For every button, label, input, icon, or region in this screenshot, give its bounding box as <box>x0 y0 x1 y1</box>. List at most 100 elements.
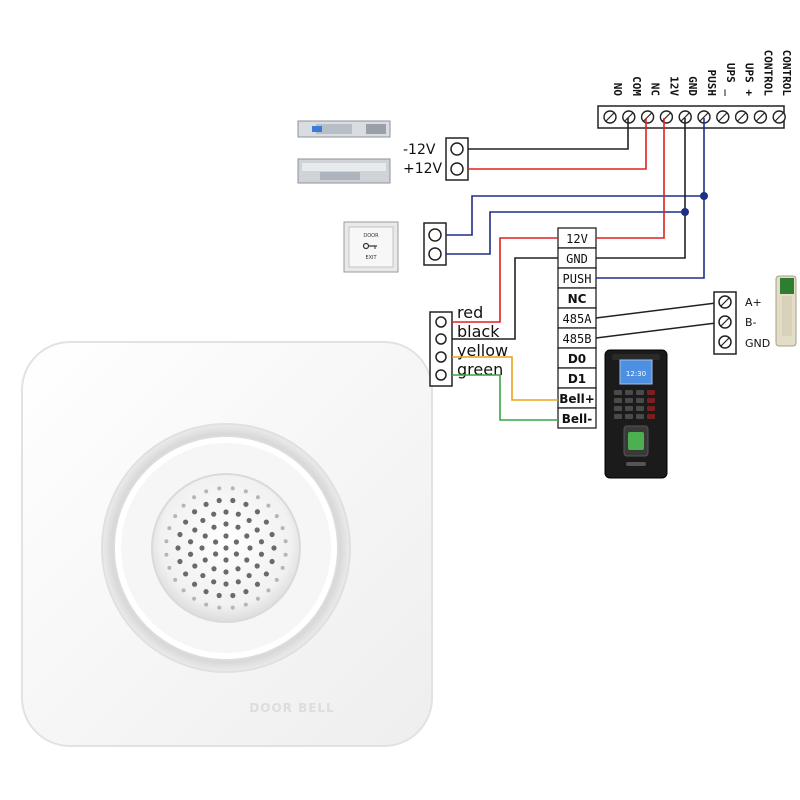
junction-dot <box>700 192 708 200</box>
grille-hole <box>243 501 249 507</box>
grille-hole <box>230 486 235 491</box>
grille-hole <box>243 489 248 494</box>
keypad-key <box>614 406 622 411</box>
grille-hole <box>192 527 198 533</box>
grille-hole <box>191 581 198 587</box>
grille-hole <box>202 533 208 539</box>
grille-hole <box>216 592 222 599</box>
terminal-screw-slot <box>699 112 709 122</box>
reader-terminal-label: NC <box>568 292 587 306</box>
bell-terminal <box>429 311 453 387</box>
wire-12v-red <box>596 118 665 239</box>
grille-hole <box>283 539 288 544</box>
grille-hole <box>258 539 265 545</box>
grille-hole <box>280 526 285 531</box>
grille-hole <box>223 533 229 539</box>
wire-485b <box>595 321 725 339</box>
key-icon <box>362 242 377 250</box>
grille-hole <box>223 569 229 575</box>
grille-hole <box>211 524 217 530</box>
lock-pos-label: +12V <box>403 161 443 177</box>
reader-terminal-label: Bell- <box>562 412 593 426</box>
terminal-screw-slot <box>624 112 634 122</box>
keypad-key <box>636 414 644 419</box>
grille-hole <box>223 557 229 563</box>
wire-lock-black <box>468 118 629 150</box>
wire-label-green: green <box>457 360 503 379</box>
grille-hole <box>243 589 249 595</box>
grille-hole <box>244 557 250 563</box>
grille-hole <box>202 557 208 563</box>
grille-hole <box>254 563 260 569</box>
grille-hole <box>280 565 285 570</box>
wire-label-red: red <box>457 303 483 322</box>
controller-terminal-label: CONTROL <box>761 50 774 97</box>
terminal-screw-slot <box>680 112 690 122</box>
grille-hole <box>263 519 269 525</box>
wire-exit-blue-2 <box>446 211 685 255</box>
wires <box>446 118 725 421</box>
grille-hole <box>254 581 261 587</box>
keypad-key <box>647 390 655 395</box>
keypad-key <box>614 414 622 419</box>
wire-bell-yellow <box>452 356 558 401</box>
grille-hole <box>233 539 239 545</box>
keypad-key <box>625 398 633 403</box>
reader-terminal-label: 485B <box>563 332 592 346</box>
controller-terminal-label: GND <box>686 76 699 96</box>
reader-screen-time: 12:30 <box>626 370 646 378</box>
grille-hole <box>216 497 222 504</box>
keypad-key <box>625 414 633 419</box>
reader-terminal-label: D1 <box>568 372 586 386</box>
grille-hole <box>217 486 222 491</box>
lock-neg-label: -12V <box>403 142 436 158</box>
controller-terminal-label: NO <box>611 83 624 97</box>
grille-hole <box>223 521 229 527</box>
terminal-screw-slot <box>718 112 728 122</box>
wire-485a <box>595 301 725 319</box>
grille-hole <box>235 566 241 572</box>
reader-terminal-label: 12V <box>566 232 588 246</box>
grille-hole <box>187 551 194 557</box>
junction-dot <box>681 208 689 216</box>
grille-hole <box>192 596 197 601</box>
wire-bell-green <box>452 374 558 421</box>
reader-terminal-cell <box>557 407 597 429</box>
grille-hole <box>167 565 172 570</box>
controller-terminal-label: 12V <box>667 76 680 96</box>
grille-hole <box>217 605 222 610</box>
grille-hole <box>283 552 288 557</box>
exit-button-bottom-text: EXIT <box>365 255 377 261</box>
reader-terminal-label: Bell+ <box>559 392 595 406</box>
grille-hole <box>255 596 260 601</box>
wire-gnd-black <box>596 118 686 259</box>
grille-hole <box>183 519 189 525</box>
keypad <box>614 390 655 419</box>
grille-hole <box>274 514 279 519</box>
grille-hole <box>175 545 181 551</box>
keypad-key <box>636 406 644 411</box>
reader-terminal-label: 485A <box>563 312 593 326</box>
doorbell-device: DOOR BELL <box>21 341 433 747</box>
grille-hole <box>223 581 229 587</box>
grille-hole <box>187 539 194 545</box>
reader-terminal-label: GND <box>566 252 588 266</box>
keypad-key <box>647 398 655 403</box>
wire-push-blue <box>596 118 705 279</box>
converter-b-label: B- <box>745 316 757 329</box>
controller-terminal-label: PUSH <box>705 70 718 97</box>
terminal-screw-slot <box>605 112 615 122</box>
keypad-key <box>625 390 633 395</box>
grille-hole <box>243 602 248 607</box>
grille-hole <box>230 592 236 599</box>
grille-hole <box>254 509 261 515</box>
doorbell-brand: DOOR BELL <box>249 701 334 715</box>
wire-bell-red <box>452 237 558 323</box>
grille-hole <box>254 527 260 533</box>
grille-hole <box>204 602 209 607</box>
grille-hole <box>258 551 265 557</box>
grille-hole <box>192 563 198 569</box>
grille-hole <box>203 501 209 507</box>
controller-terminal-label: CONTROL <box>780 50 793 97</box>
